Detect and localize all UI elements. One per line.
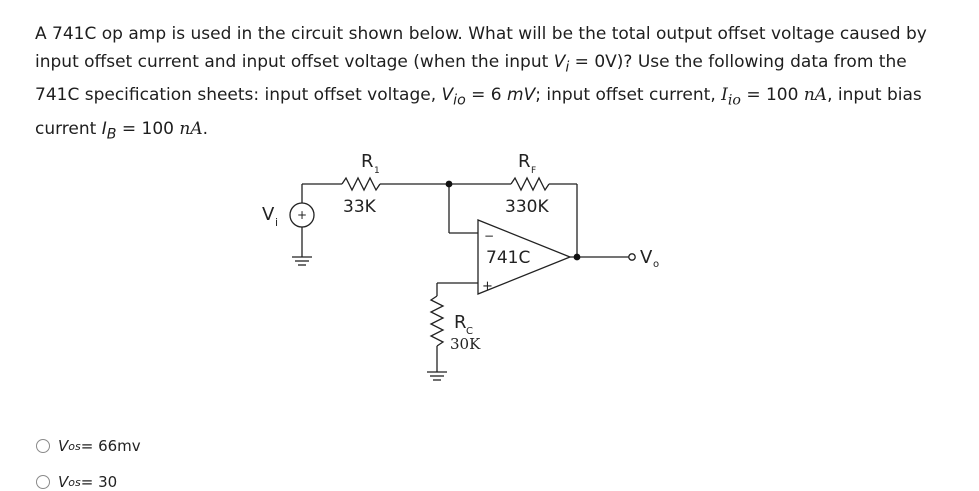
vio-unit: mV	[507, 85, 536, 106]
radio-button-b[interactable]	[36, 475, 50, 489]
r1-label: R	[361, 151, 374, 172]
iio-subscript: io	[727, 92, 741, 109]
rc-label: R	[454, 312, 467, 333]
vo-label: V	[640, 247, 653, 268]
op-amp-triangle	[477, 219, 572, 295]
option-a-symbol: V	[58, 437, 69, 455]
op-amp-circuit-diagram: + V i R 1 33K R F 330K 741C − + R C 30K …	[262, 151, 659, 381]
vi-symbol: V	[553, 52, 566, 72]
vio-symbol: V	[441, 85, 454, 106]
iio-value: = 100	[740, 85, 804, 106]
vo-label-subscript: o	[653, 259, 659, 270]
rf-label: R	[518, 151, 531, 172]
iio-symbol: I	[721, 85, 728, 106]
junction-dot-top	[445, 180, 453, 188]
vi-label: V	[262, 204, 275, 225]
radio-button-a[interactable]	[36, 439, 50, 453]
r1-label-subscript: 1	[374, 166, 380, 176]
ib-symbol: I	[101, 118, 107, 139]
ib-unit: nA	[179, 118, 203, 139]
option-a-text: = 66mv	[80, 437, 141, 455]
opamp-minus-sign: −	[484, 229, 494, 243]
rc-zigzag	[429, 295, 445, 347]
vi-subscript: i	[565, 59, 570, 76]
vi-label-subscript: i	[275, 216, 278, 229]
option-b-text: = 30	[80, 473, 118, 491]
output-terminal	[628, 253, 636, 261]
option-b-symbol: V	[58, 473, 69, 491]
option-b-subscript: os	[68, 475, 81, 489]
question-part-4: , input bias current	[35, 85, 922, 139]
rf-label-subscript: F	[531, 166, 536, 176]
iio-unit: nA	[803, 85, 828, 106]
rf-zigzag	[510, 176, 550, 192]
r1-zigzag	[341, 176, 381, 192]
question-part-1: A 741C op amp is used in the circuit sho…	[35, 24, 927, 72]
junction-dot-output	[573, 253, 581, 261]
opamp-plus-sign: +	[482, 279, 493, 294]
source-plus-sign: +	[297, 208, 307, 222]
r1-value: 33K	[343, 197, 377, 217]
option-a-subscript: os	[68, 439, 81, 453]
question-part-2: = 0V)? Use the following data from the 7…	[35, 52, 907, 106]
rc-label-subscript: C	[466, 326, 473, 337]
ib-subscript: B	[106, 126, 117, 143]
vio-value: = 6	[465, 85, 508, 106]
rc-value: 30K	[450, 335, 481, 353]
ib-value: = 100	[116, 118, 180, 139]
opamp-label: 741C	[486, 248, 530, 268]
question-part-5: .	[202, 118, 209, 139]
question-part-3: ; input offset current,	[535, 85, 722, 106]
vio-subscript: io	[453, 92, 466, 109]
question-text: A 741C op amp is used in the circuit sho…	[35, 20, 935, 148]
rf-value: 330K	[505, 197, 549, 217]
